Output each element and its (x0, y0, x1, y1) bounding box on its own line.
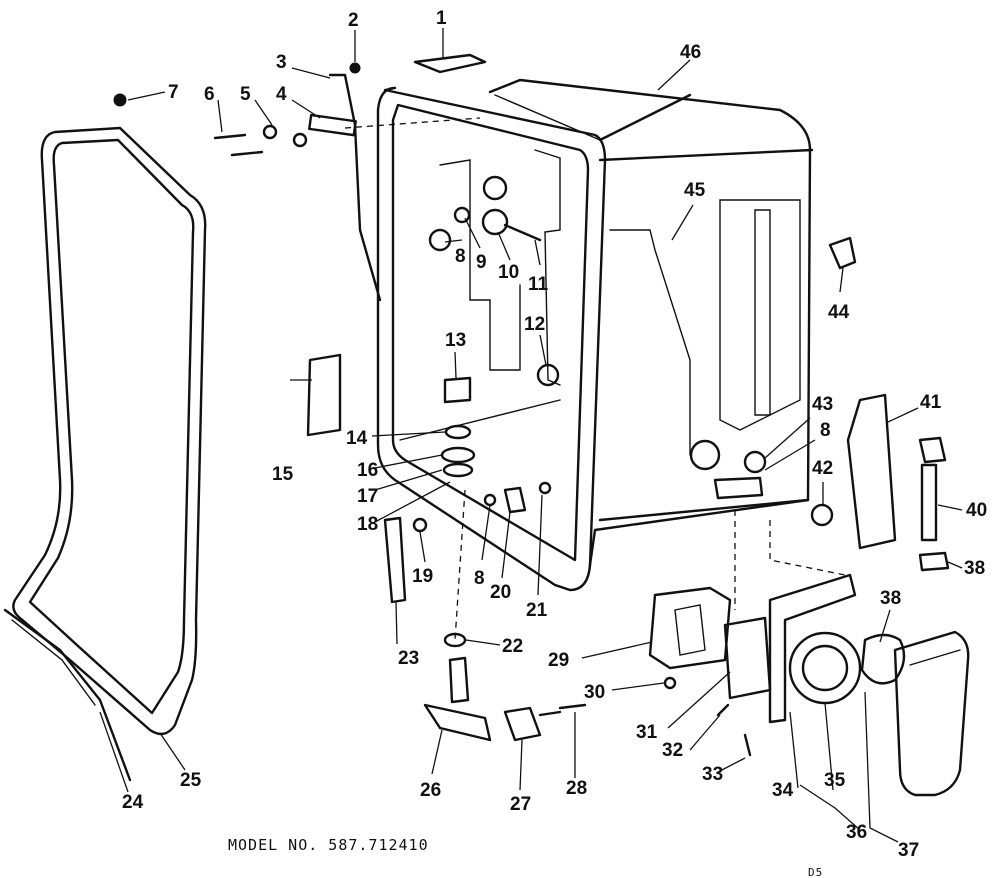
callout-5: 5 (240, 84, 251, 105)
callout-45: 45 (684, 180, 706, 201)
model-label: MODEL NO. 587.712410 (228, 836, 429, 854)
tub-front-frame (376, 86, 607, 592)
callout-32: 32 (662, 740, 683, 761)
callout-46: 46 (680, 42, 701, 63)
callout-3: 3 (276, 52, 287, 73)
callout-36: 36 (846, 822, 867, 843)
callout-8b: 8 (474, 568, 485, 589)
callout-31: 31 (636, 722, 658, 743)
callout-30: 30 (584, 682, 605, 703)
callout-38-bottom: 38 (964, 558, 985, 579)
leader-lines (99, 28, 963, 843)
callout-43: 43 (812, 394, 833, 415)
callout-10: 10 (498, 262, 519, 283)
callout-41: 41 (920, 392, 942, 413)
callout-15: 15 (272, 464, 294, 485)
callout-35: 35 (824, 770, 846, 791)
callout-21: 21 (526, 600, 548, 621)
callout-12: 12 (524, 314, 545, 335)
callout-20: 20 (490, 582, 511, 603)
callout-29: 29 (548, 650, 569, 671)
callout-25: 25 (180, 770, 202, 791)
callout-7: 7 (168, 82, 179, 103)
callout-16: 16 (357, 460, 378, 481)
lower-parts (423, 632, 752, 757)
callout-2: 2 (348, 10, 359, 31)
right-side-parts (689, 236, 950, 572)
door-gasket (12, 126, 207, 736)
callout-1: 1 (436, 8, 447, 29)
callout-34: 34 (772, 780, 794, 801)
inner-components (306, 175, 560, 604)
tub-body (488, 78, 814, 567)
door-trim-strip (3, 608, 132, 782)
callout-37: 37 (898, 840, 919, 861)
pump-motor-assembly (648, 573, 970, 797)
callout-40: 40 (966, 500, 987, 521)
callout-6: 6 (204, 84, 215, 105)
callout-14: 14 (346, 428, 368, 449)
callouts: 1 2 3 4 5 6 7 8 9 10 11 12 13 14 15 16 1… (122, 8, 987, 861)
assembly-lines (344, 117, 846, 641)
callout-26: 26 (420, 780, 441, 801)
callout-24: 24 (122, 792, 144, 813)
top-parts (113, 53, 487, 302)
callout-8c: 8 (820, 420, 831, 441)
callout-18: 18 (357, 514, 378, 535)
callout-4: 4 (276, 84, 287, 105)
page-mark: D5 (808, 866, 823, 878)
callout-23: 23 (398, 648, 419, 669)
callout-19: 19 (412, 566, 433, 587)
callout-28: 28 (566, 778, 587, 799)
callout-11: 11 (528, 274, 549, 295)
callout-8: 8 (455, 246, 466, 267)
callout-13: 13 (445, 330, 466, 351)
callout-22: 22 (502, 636, 523, 657)
callout-17: 17 (357, 486, 378, 507)
callout-9: 9 (476, 252, 487, 273)
callout-44: 44 (828, 302, 850, 323)
callout-38-top: 38 (880, 588, 901, 609)
callout-42: 42 (812, 458, 833, 479)
callout-27: 27 (510, 794, 531, 815)
callout-33: 33 (702, 764, 723, 785)
